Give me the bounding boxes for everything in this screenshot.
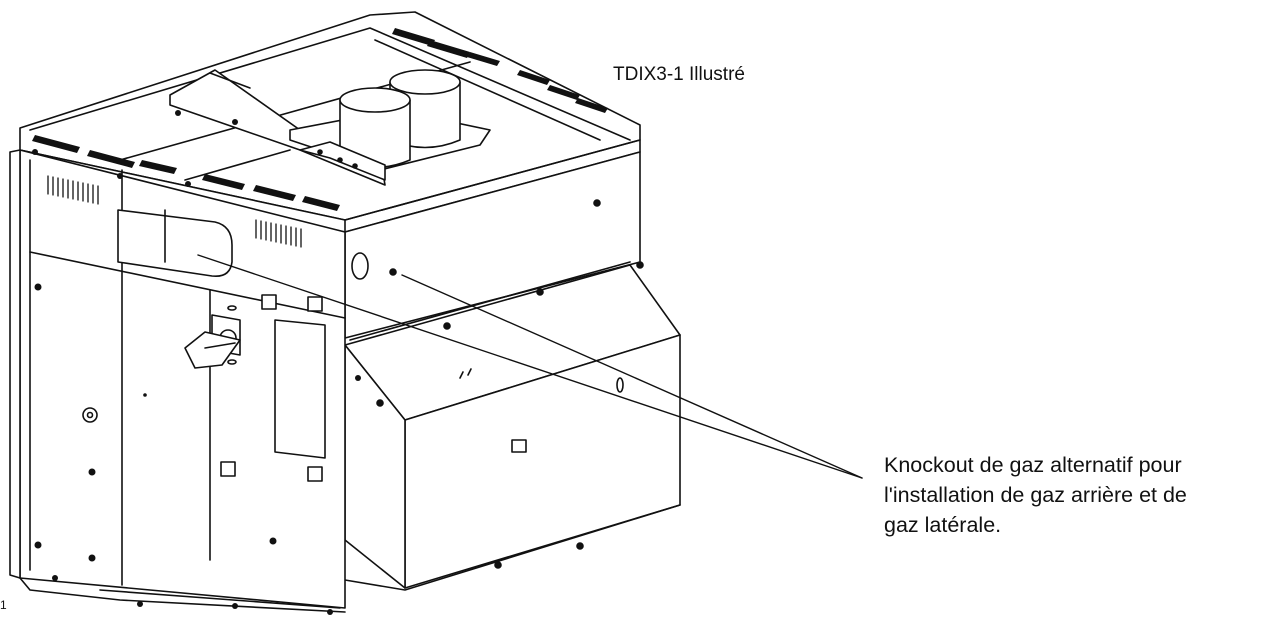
flue-collars	[169, 69, 491, 186]
lower-right-box	[344, 261, 681, 591]
page-mark: 1	[0, 598, 7, 612]
callout-line-3: gaz latérale.	[884, 513, 1002, 537]
gas-knockout-callout: Knockout de gaz alternatif pour l'instal…	[884, 450, 1254, 540]
back-panel	[9, 110, 361, 615]
callout-line-1: Knockout de gaz alternatif pour	[884, 453, 1182, 477]
model-label: TDIX3-1 Illustré	[613, 64, 745, 85]
callout-line-2: l'installation de gaz arrière et de	[884, 483, 1187, 507]
top-vents	[32, 28, 608, 211]
callout-leader-lines	[197, 254, 863, 479]
